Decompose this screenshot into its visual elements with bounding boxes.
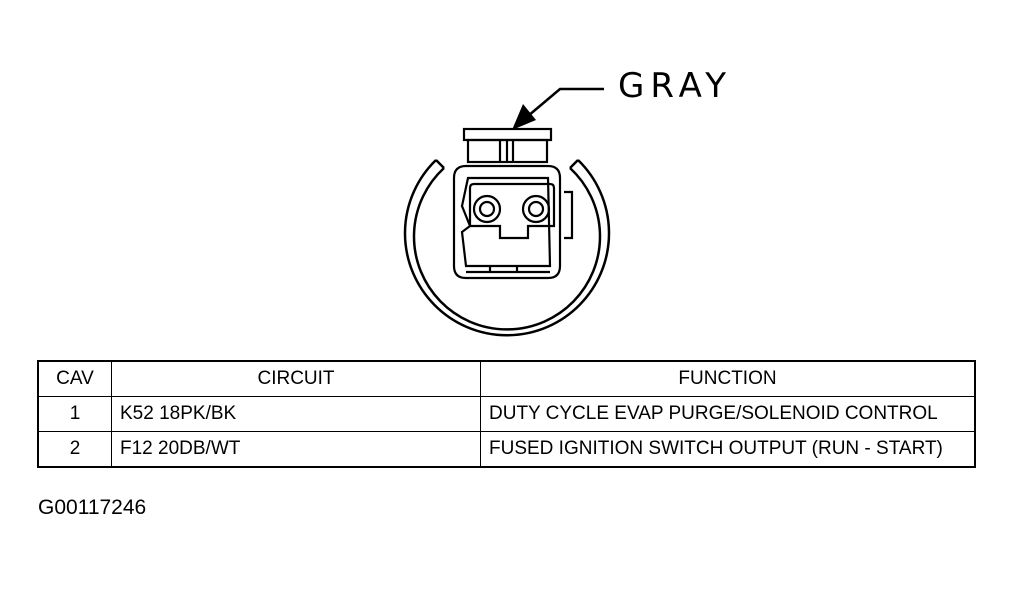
table-row: 2 F12 20DB/WT FUSED IGNITION SWITCH OUTP… — [37, 431, 976, 468]
connector-outer-ring — [403, 159, 611, 337]
cell-circuit: K52 18PK/BK — [111, 396, 481, 432]
pinout-table: CAV CIRCUIT FUNCTION 1 K52 18PK/BK DUTY … — [37, 360, 976, 468]
terminal-housing — [468, 182, 556, 240]
cell-cav: 2 — [37, 431, 112, 468]
cell-function: DUTY CYCLE EVAP PURGE/SOLENOID CONTROL — [480, 396, 976, 432]
header-function: FUNCTION — [480, 360, 976, 397]
cavity-1 — [472, 194, 502, 224]
figure-code: G00117246 — [38, 496, 147, 519]
callout-arrow — [527, 87, 604, 117]
table-header-row: CAV CIRCUIT FUNCTION — [37, 360, 976, 397]
cavity-2 — [521, 194, 551, 224]
cell-circuit: F12 20DB/WT — [111, 431, 481, 468]
arrow-head — [512, 104, 536, 130]
header-circuit: CIRCUIT — [111, 360, 481, 397]
cell-cav: 1 — [37, 396, 112, 432]
connector-color-label: GRAY — [618, 66, 732, 106]
table-row: 1 K52 18PK/BK DUTY CYCLE EVAP PURGE/SOLE… — [37, 396, 976, 432]
connector-diagram — [403, 87, 611, 337]
connector-body — [452, 164, 574, 280]
header-cav: CAV — [37, 360, 112, 397]
connector-latch — [462, 127, 553, 164]
cell-function: FUSED IGNITION SWITCH OUTPUT (RUN - STAR… — [480, 431, 976, 468]
